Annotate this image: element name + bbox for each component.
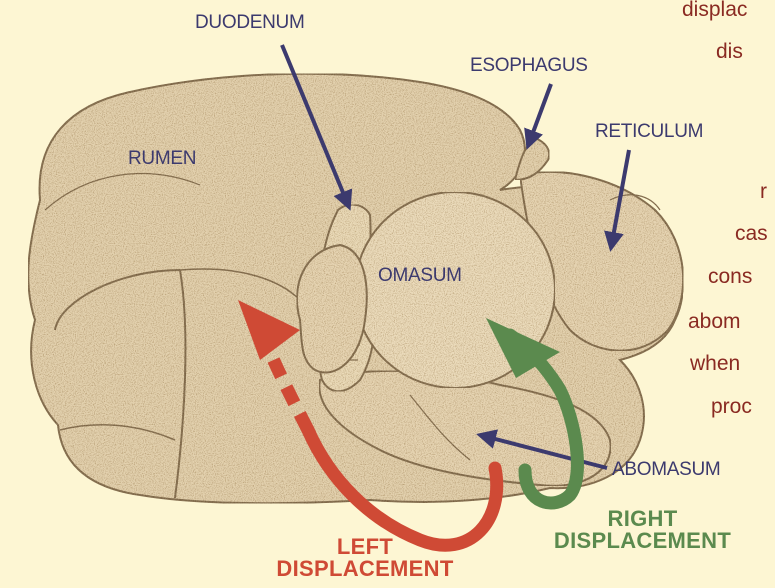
label-reticulum: RETICULUM bbox=[595, 121, 703, 143]
side-text-line-5: cons bbox=[708, 265, 752, 289]
esophagus-pointer bbox=[528, 84, 551, 146]
label-esophagus: ESOPHAGUS bbox=[470, 55, 588, 77]
side-text-line-7: when bbox=[690, 352, 740, 376]
side-text-line-2: dis bbox=[716, 40, 743, 64]
left-displacement-label: LEFT DISPLACEMENT bbox=[255, 536, 475, 580]
right-displacement-label: RIGHT DISPLACEMENT bbox=[530, 508, 755, 552]
side-text-line-6: abom bbox=[688, 310, 741, 334]
side-text-line-1: displac bbox=[682, 0, 747, 22]
right-displacement-line2: DISPLACEMENT bbox=[530, 530, 755, 552]
side-text-line-4: cas bbox=[735, 222, 768, 246]
left-displacement-line2: DISPLACEMENT bbox=[255, 558, 475, 580]
side-text-line-3: r bbox=[760, 180, 767, 204]
right-displacement-line1: RIGHT bbox=[530, 508, 755, 530]
label-duodenum: DUODENUM bbox=[195, 12, 305, 34]
side-text-line-8: proc bbox=[711, 395, 752, 419]
left-displacement-line1: LEFT bbox=[255, 536, 475, 558]
label-omasum: OMASUM bbox=[378, 265, 462, 287]
label-abomasum: ABOMASUM bbox=[612, 459, 720, 481]
label-rumen: RUMEN bbox=[128, 148, 196, 170]
